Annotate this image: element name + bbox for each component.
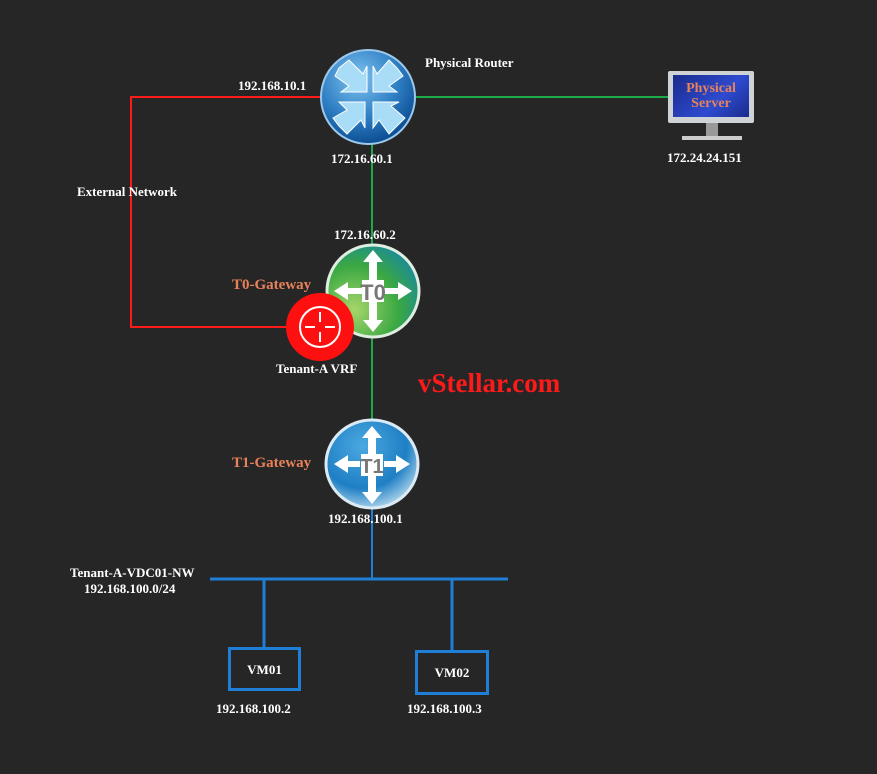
t0-ip: 172.16.60.2 (334, 227, 396, 242)
vm02-ip: 192.168.100.3 (407, 701, 482, 716)
server-label-1: Physical (686, 81, 736, 96)
t0-gateway-icon[interactable]: T0 (324, 242, 422, 340)
t1-gateway-icon[interactable]: T1 (324, 418, 420, 510)
vm02-name: VM02 (434, 665, 470, 680)
monitor-icon: Physical Server (668, 71, 754, 123)
vm02-box[interactable]: VM02 (415, 650, 489, 695)
svg-text:T1: T1 (360, 456, 383, 478)
brand-watermark: vStellar.com (418, 368, 561, 398)
external-network-link (130, 96, 320, 328)
router-transit-ip: 172.16.60.1 (331, 151, 393, 166)
svg-text:T0: T0 (360, 280, 386, 305)
segment-cidr: 192.168.100.0/24 (84, 581, 176, 596)
server-label-2: Server (691, 96, 731, 111)
segment-name: Tenant-A-VDC01-NW (70, 565, 195, 580)
vm01-name: VM01 (247, 661, 282, 677)
server-ip: 172.24.24.151 (667, 150, 742, 165)
t1-ip: 192.168.100.1 (328, 511, 403, 526)
vm01-ip: 192.168.100.2 (216, 701, 291, 716)
t1-label: T1-Gateway (232, 455, 312, 471)
vrf-label: Tenant-A VRF (276, 361, 358, 376)
tenant-vrf-router-icon[interactable] (285, 292, 355, 362)
vm01-box[interactable]: VM01 (228, 647, 301, 691)
external-network-label: External Network (77, 184, 178, 199)
router-external-ip: 192.168.10.1 (238, 78, 307, 93)
physical-server[interactable]: Physical Server (668, 71, 756, 143)
t0-label: T0-Gateway (232, 277, 312, 293)
physical-router-label: Physical Router (425, 55, 514, 70)
physical-router-icon[interactable] (319, 48, 417, 146)
